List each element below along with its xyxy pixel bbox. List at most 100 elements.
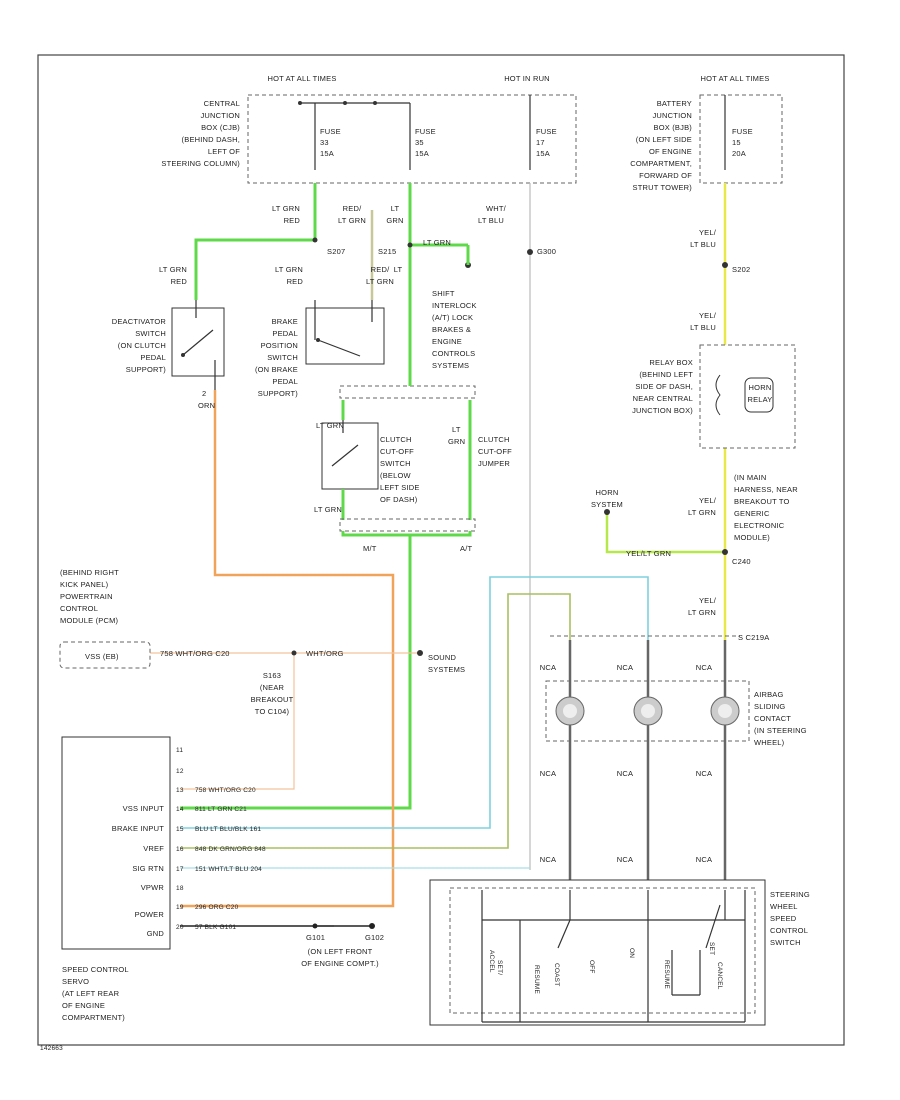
svg-text:LT GRN: LT GRN [316,421,344,430]
svg-text:18: 18 [176,885,184,892]
svg-text:SWITCH: SWITCH [135,329,166,338]
svg-text:YEL/: YEL/ [699,596,717,605]
svg-text:LEFT OF: LEFT OF [208,147,240,156]
svg-text:OF ENGINE COMPT.): OF ENGINE COMPT.) [301,959,379,968]
svg-text:JUNCTION BOX): JUNCTION BOX) [632,406,693,415]
brake-pedal-switch: BRAKE PEDAL POSITION SWITCH (ON BRAKE PE… [255,300,385,398]
svg-text:GRN: GRN [448,437,465,446]
nca-labels-2: NCA NCA NCA NCA NCA NCA [540,769,712,864]
svg-text:(NEAR: (NEAR [260,683,285,692]
svg-text:(BEHIND DASH,: (BEHIND DASH, [182,135,240,144]
svg-text:CLUTCH: CLUTCH [380,435,412,444]
svg-text:RESUME: RESUME [663,960,670,989]
svg-text:NCA: NCA [696,769,712,778]
svg-text:LT: LT [452,425,461,434]
svg-text:OF ENGINE: OF ENGINE [649,147,692,156]
svg-text:HORN: HORN [749,383,772,392]
svg-text:VREF: VREF [143,844,164,853]
svg-text:PEDAL: PEDAL [272,329,298,338]
svg-text:20A: 20A [732,149,746,158]
svg-text:COMPARTMENT,: COMPARTMENT, [630,159,692,168]
svg-text:SWITCH: SWITCH [267,353,298,362]
svg-text:SWITCH: SWITCH [380,459,411,468]
fuse-17: FUSE 17 15A [536,127,557,158]
wire-lt-blu-blk [180,576,649,829]
svg-text:FUSE: FUSE [536,127,557,136]
svg-text:15: 15 [732,138,741,147]
svg-text:JUMPER: JUMPER [478,459,510,468]
svg-text:C240: C240 [732,557,751,566]
svg-text:SIG RTN: SIG RTN [132,864,164,873]
connector-bar-2 [339,518,476,532]
gem-splice: YEL/ LT GRN YEL/LT GRN C240 (IN MAIN HAR… [626,473,798,617]
svg-text:(AT LEFT REAR: (AT LEFT REAR [62,989,120,998]
wire-clutch-jumper [180,400,472,810]
svg-text:NCA: NCA [696,855,712,864]
svg-text:NCA: NCA [696,663,712,672]
svg-text:COMPARTMENT): COMPARTMENT) [62,1013,125,1022]
diagram-frame [37,54,845,1046]
deactivator-switch: DEACTIVATOR SWITCH (ON CLUTCH PEDAL SUPP… [112,300,225,410]
airbag-sliding-contact: AIRBAG SLIDING CONTACT (IN STEERING WHEE… [545,680,807,747]
svg-text:CONTROLS: CONTROLS [432,349,475,358]
svg-text:ORN: ORN [198,401,215,410]
svg-text:13: 13 [176,787,184,794]
fuse-33: FUSE 33 15A [320,127,341,158]
svg-text:LT GRN: LT GRN [338,216,366,225]
svg-text:OFF: OFF [588,960,595,974]
svg-text:LT GRN: LT GRN [423,238,451,247]
wire-lt-grn-red [194,183,317,300]
ground-note: (ON LEFT FRONT OF ENGINE COMPT.) [301,947,379,968]
svg-text:(ON LEFT SIDE: (ON LEFT SIDE [636,135,692,144]
svg-text:BATTERY: BATTERY [657,99,692,108]
servo-pin-labels: VSS INPUT BRAKE INPUT VREF SIG RTN VPWR … [112,804,165,938]
svg-text:NEAR CENTRAL: NEAR CENTRAL [633,394,693,403]
svg-text:BRAKE INPUT: BRAKE INPUT [112,824,164,833]
svg-text:RELAY BOX: RELAY BOX [649,358,693,367]
svg-text:19: 19 [176,904,184,911]
svg-text:20: 20 [176,924,184,931]
svg-text:PEDAL: PEDAL [140,353,166,362]
svg-text:17: 17 [536,138,545,147]
g102-label: G102 [365,933,384,942]
svg-text:FORWARD OF: FORWARD OF [639,171,692,180]
switch-labels: SET/ ACCEL RESUME COAST OFF ON RESUME SE… [488,942,723,994]
svg-text:FUSE: FUSE [320,127,341,136]
svg-text:15: 15 [176,826,184,833]
svg-text:OF ENGINE: OF ENGINE [62,1001,105,1010]
svg-text:S215: S215 [378,247,396,256]
svg-text:NCA: NCA [540,855,556,864]
svg-text:ON: ON [628,948,635,958]
svg-text:(BEHIND LEFT: (BEHIND LEFT [639,370,693,379]
svg-text:BRAKES &: BRAKES & [432,325,471,334]
svg-text:(A/T) LOCK: (A/T) LOCK [432,313,473,322]
cjb-description: CENTRAL JUNCTION BOX (CJB) (BEHIND DASH,… [161,99,240,168]
svg-text:NCA: NCA [617,663,633,672]
svg-text:DEACTIVATOR: DEACTIVATOR [112,317,167,326]
speed-control-servo: 11 12 13 14 15 16 17 18 19 20 VSS INPUT … [61,736,384,1022]
footnote: 142663 [40,1045,63,1052]
svg-text:15A: 15A [415,149,429,158]
svg-text:BLU LT BLU/BLK 161: BLU LT BLU/BLK 161 [195,826,261,833]
wire-orn [180,390,395,908]
svg-text:SYSTEMS: SYSTEMS [432,361,469,370]
svg-text:RELAY: RELAY [747,395,772,404]
svg-text:SLIDING: SLIDING [754,702,785,711]
svg-text:(BELOW: (BELOW [380,471,412,480]
svg-text:KICK PANEL): KICK PANEL) [60,580,109,589]
svg-text:MODULE): MODULE) [734,533,770,542]
svg-text:POWERTRAIN: POWERTRAIN [60,592,113,601]
svg-text:14: 14 [176,806,184,813]
svg-text:LT BLU: LT BLU [478,216,504,225]
svg-text:COAST: COAST [553,963,560,986]
svg-text:SERVO: SERVO [62,977,89,986]
svg-text:SPEED: SPEED [770,914,797,923]
svg-text:VPWR: VPWR [141,883,165,892]
svg-text:SWITCH: SWITCH [770,938,801,947]
svg-text:BREAKOUT: BREAKOUT [251,695,294,704]
svg-text:LT GRN: LT GRN [314,505,342,514]
svg-text:SET/: SET/ [496,960,503,975]
hot-label-1: HOT AT ALL TIMES [267,74,336,83]
svg-text:S163: S163 [263,671,281,680]
